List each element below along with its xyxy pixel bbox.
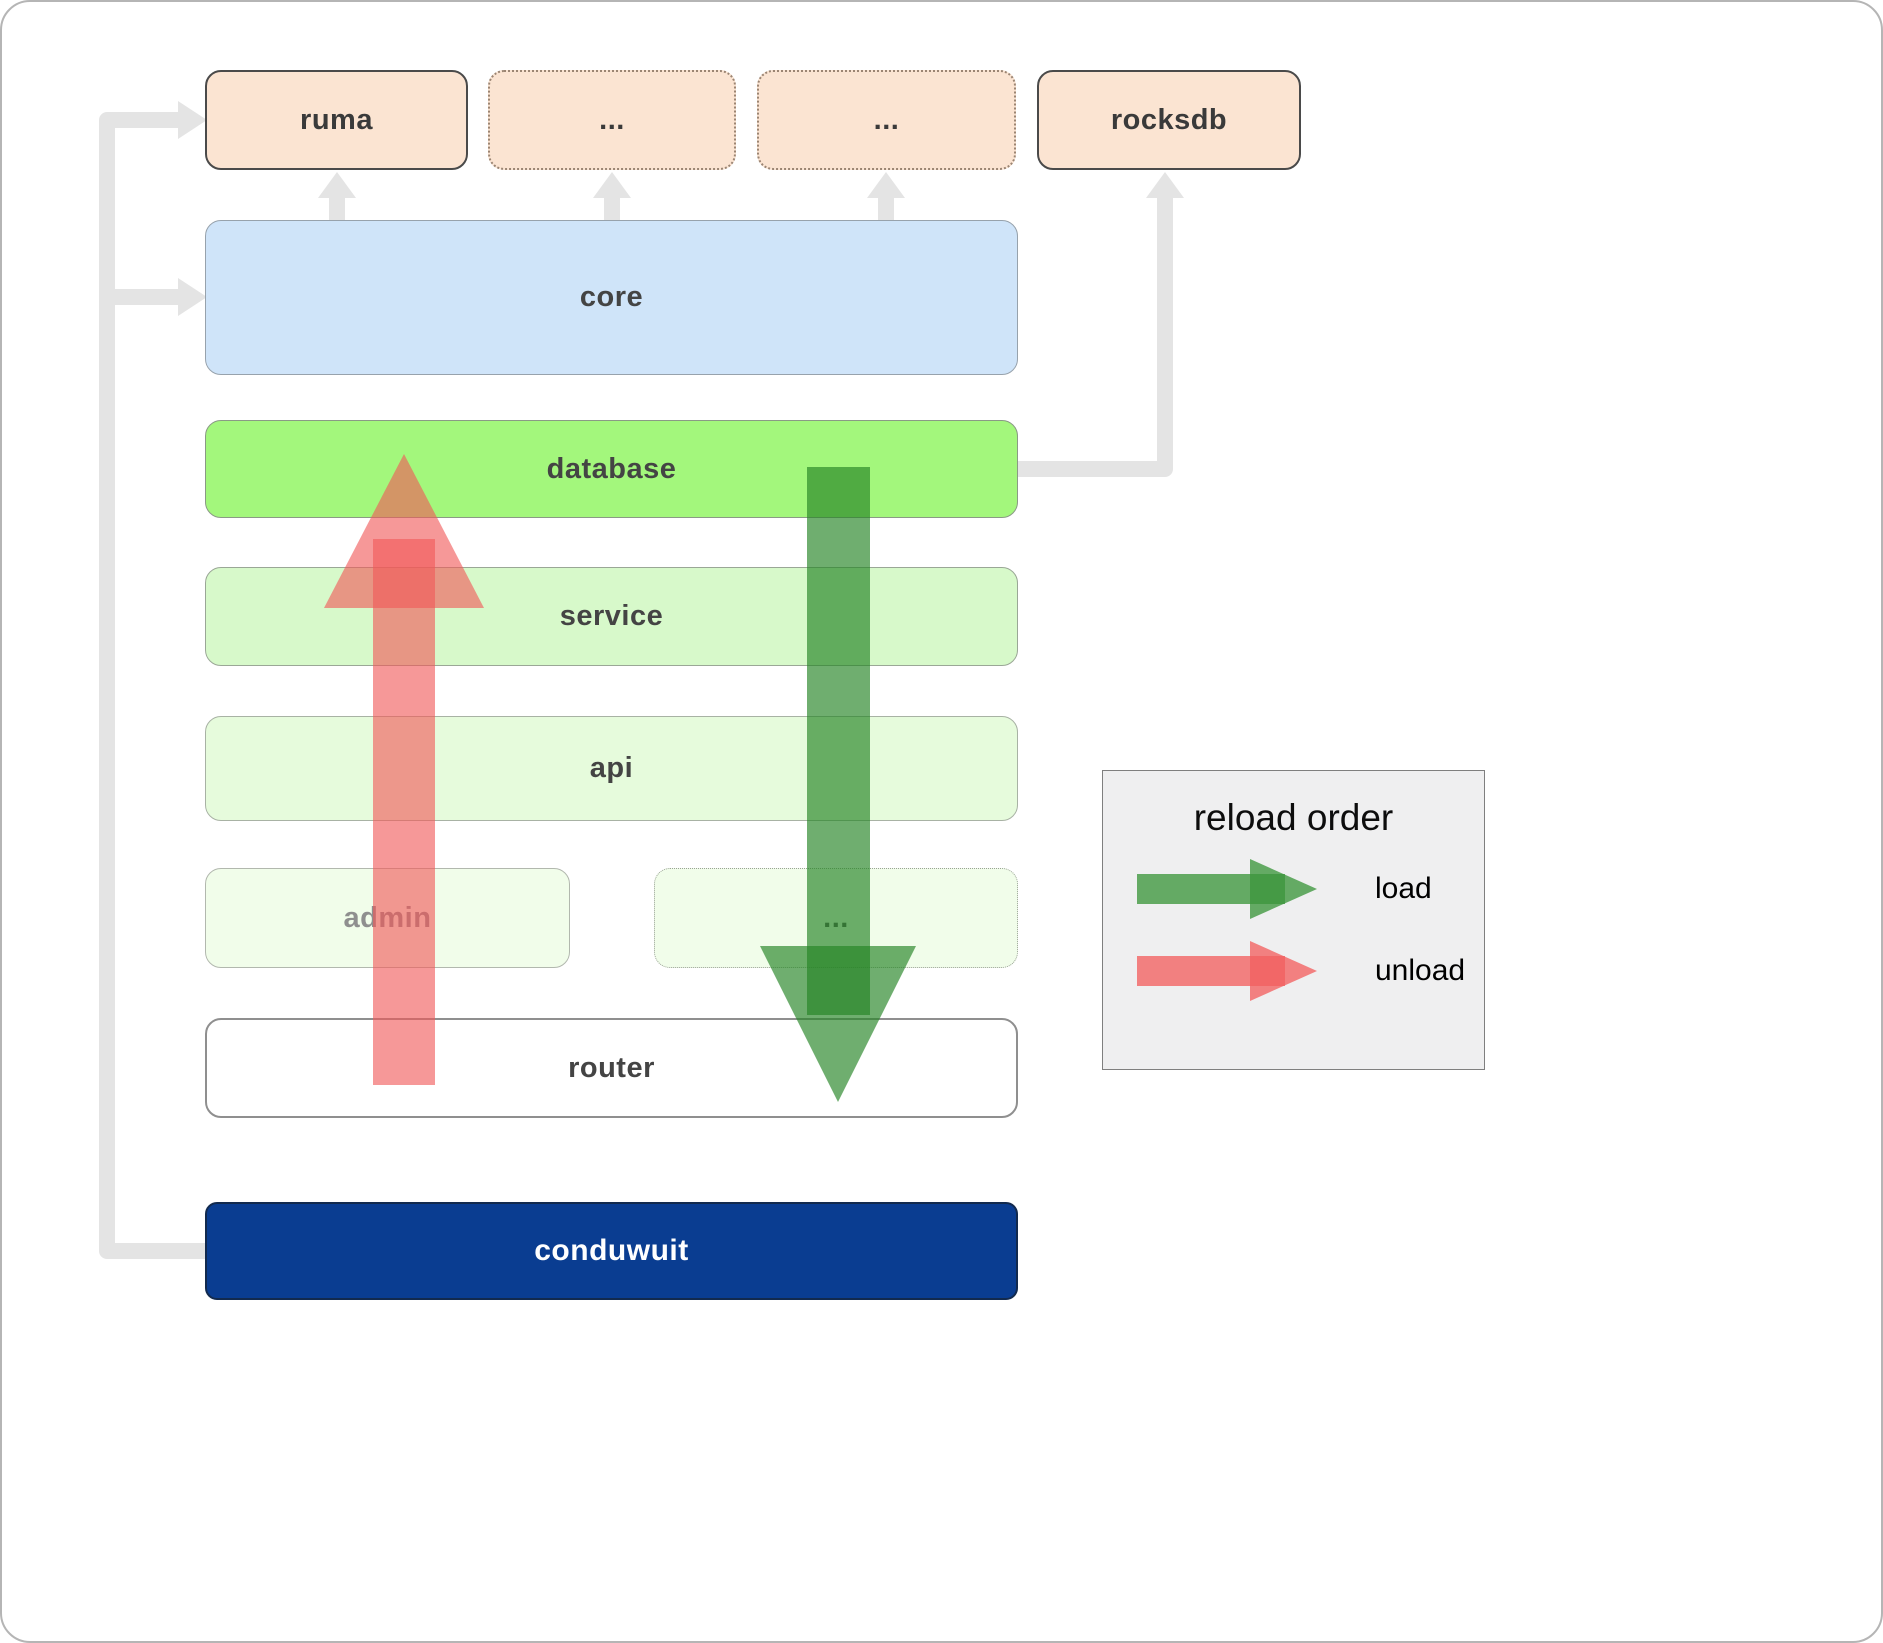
box-dependency-more-1: ... (488, 70, 736, 170)
legend-label-load: load (1375, 872, 1432, 905)
unload-arrow-icon (1137, 941, 1317, 1001)
box-dependency-more-2: ... (757, 70, 1016, 170)
legend-label-unload: unload (1375, 954, 1466, 987)
box-rocksdb: rocksdb (1037, 70, 1301, 170)
box-service-more: ... (654, 868, 1018, 968)
box-core: core (205, 220, 1018, 375)
legend-row-unload: unload (1103, 939, 1484, 1003)
box-ruma: ruma (205, 70, 468, 170)
box-conduwuit: conduwuit (205, 1202, 1018, 1300)
legend-title: reload order (1193, 797, 1394, 838)
box-database: database (205, 420, 1018, 518)
box-api: api (205, 716, 1018, 821)
legend-row-load: load (1103, 857, 1484, 921)
box-router: router (205, 1018, 1018, 1118)
load-arrow-icon (1137, 859, 1317, 919)
legend-reload-order: reload order load unload (1102, 770, 1485, 1070)
box-admin: admin (205, 868, 570, 968)
box-service: service (205, 567, 1018, 666)
